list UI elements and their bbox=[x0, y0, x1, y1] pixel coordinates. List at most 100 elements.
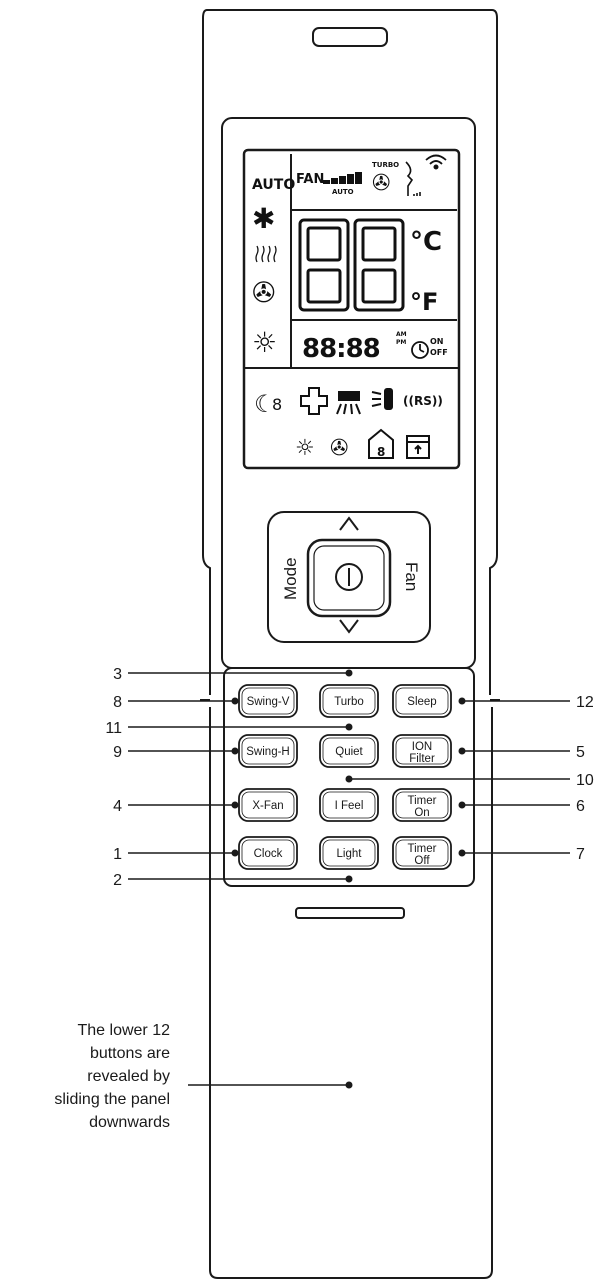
remote-button[interactable]: I Feel bbox=[319, 788, 379, 822]
button-label: Timer bbox=[408, 795, 437, 807]
sleep-digit-icon: 8 bbox=[272, 395, 282, 414]
callout-dot bbox=[345, 669, 353, 677]
callout-number: 10 bbox=[576, 772, 594, 789]
button-label-line2: On bbox=[414, 807, 429, 819]
callout-dot bbox=[231, 747, 239, 755]
lcd-display: AUTO FAN AUTO TURBO ✇ ✱ bbox=[242, 148, 461, 470]
button-label: X-Fan bbox=[252, 800, 283, 812]
callout-dot bbox=[231, 801, 239, 809]
fan-speed-bars-icon bbox=[323, 172, 362, 184]
callout-number: 5 bbox=[576, 744, 585, 761]
lcd-turbo-label: TURBO bbox=[372, 161, 399, 169]
dry-mode-icon bbox=[255, 245, 277, 263]
callout-dot bbox=[458, 697, 466, 705]
remote-button[interactable]: Swing-V bbox=[238, 684, 298, 718]
lcd-fahrenheit-label: °F bbox=[410, 288, 438, 316]
ion-fan-icon: ✇ bbox=[330, 436, 348, 461]
dpad[interactable]: Mode Fan bbox=[267, 511, 431, 643]
button-label: Light bbox=[337, 848, 363, 860]
callout-number: 12 bbox=[576, 694, 594, 711]
remote-button[interactable]: Light bbox=[319, 836, 379, 870]
lcd-fan-auto-label: AUTO bbox=[332, 188, 354, 196]
remote-button[interactable]: Turbo bbox=[319, 684, 379, 718]
remote-button[interactable]: Quiet bbox=[319, 734, 379, 768]
button-label: Quiet bbox=[335, 746, 363, 758]
light-beam-icon bbox=[371, 388, 393, 410]
lcd-pm-label: PM bbox=[396, 339, 406, 346]
button-label-line2: Off bbox=[414, 855, 430, 867]
button-label: I Feel bbox=[335, 800, 364, 812]
callout-number: 8 bbox=[113, 694, 122, 711]
health-cross-icon bbox=[300, 387, 328, 415]
button-label: Timer bbox=[408, 843, 437, 855]
filter-box-icon bbox=[406, 435, 430, 459]
light-bulb-icon: ☼ bbox=[295, 436, 315, 461]
button-label-line2: Filter bbox=[409, 753, 435, 765]
remote-button[interactable]: Swing-H bbox=[238, 734, 298, 768]
lcd-auto-label: AUTO bbox=[252, 177, 295, 193]
mode-label: Mode bbox=[281, 557, 300, 600]
sleep-moon-icon: ☾ bbox=[254, 390, 276, 418]
button-label: ION bbox=[412, 741, 432, 753]
button-label: Turbo bbox=[334, 696, 364, 708]
fan-mode-icon: ✇ bbox=[252, 276, 275, 309]
callout-number: 4 bbox=[113, 798, 122, 815]
home-digit-icon: 8 bbox=[377, 445, 385, 459]
remote-button[interactable]: X-Fan bbox=[238, 788, 298, 822]
lcd-clock: 88:88 bbox=[302, 334, 380, 364]
temperature-digits bbox=[298, 218, 405, 312]
note-line: downwards bbox=[89, 1114, 170, 1131]
lcd-celsius-label: °C bbox=[410, 227, 442, 257]
slide-note: The lower 12 buttons are revealed by sli… bbox=[54, 1022, 353, 1131]
note-line: buttons are bbox=[90, 1045, 170, 1062]
i-feel-person-icon bbox=[405, 161, 421, 196]
button-label: Swing-V bbox=[247, 696, 290, 708]
x-fan-icon bbox=[336, 391, 361, 415]
callout-number: 6 bbox=[576, 798, 585, 815]
callout-number: 1 bbox=[113, 846, 122, 863]
heat-sun-icon: ☼ bbox=[252, 326, 277, 359]
lcd-off-label: OFF bbox=[430, 348, 448, 357]
callout-number: 9 bbox=[113, 744, 122, 761]
note-line: revealed by bbox=[87, 1068, 170, 1085]
down-arrow-icon bbox=[339, 619, 359, 634]
callout-number: 2 bbox=[113, 872, 122, 889]
note-line: sliding the panel bbox=[54, 1091, 170, 1108]
callout-number: 7 bbox=[576, 846, 585, 863]
lcd-am-label: AM bbox=[396, 331, 407, 338]
button-label: Swing-H bbox=[246, 746, 289, 758]
callout-dot bbox=[458, 801, 466, 809]
callout-number: 11 bbox=[105, 720, 122, 737]
slide-grip bbox=[295, 907, 405, 919]
note-leader-dot bbox=[345, 1081, 353, 1089]
power-icon bbox=[335, 563, 363, 591]
callout-dot bbox=[231, 697, 239, 705]
callout-dot bbox=[231, 849, 239, 857]
callout-number: 3 bbox=[113, 666, 122, 683]
ir-window bbox=[312, 27, 388, 47]
callout-dot bbox=[458, 849, 466, 857]
wifi-icon bbox=[425, 154, 447, 170]
lcd-turbo-fan-icon: ✇ bbox=[372, 171, 390, 196]
up-arrow-icon bbox=[339, 516, 359, 531]
callout-dot bbox=[345, 875, 353, 883]
lcd-on-label: ON bbox=[430, 337, 444, 346]
remote-button[interactable]: Sleep bbox=[392, 684, 452, 718]
callouts: 3 8 12 11 9 5 10 4 6 1 7 2 bbox=[105, 666, 594, 889]
timer-clock-icon bbox=[411, 341, 429, 359]
callout-dot bbox=[345, 723, 353, 731]
button-label: Clock bbox=[254, 848, 283, 860]
callout-dot bbox=[458, 747, 466, 755]
callout-dot bbox=[345, 775, 353, 783]
fan-label: Fan bbox=[402, 562, 421, 591]
lcd-fan-label: FAN bbox=[296, 172, 324, 187]
cool-snowflake-icon: ✱ bbox=[252, 202, 275, 235]
note-line: The lower 12 bbox=[78, 1022, 171, 1039]
remote-button[interactable]: Clock bbox=[238, 836, 298, 870]
button-label: Sleep bbox=[407, 696, 436, 708]
home-8-icon bbox=[368, 428, 394, 459]
